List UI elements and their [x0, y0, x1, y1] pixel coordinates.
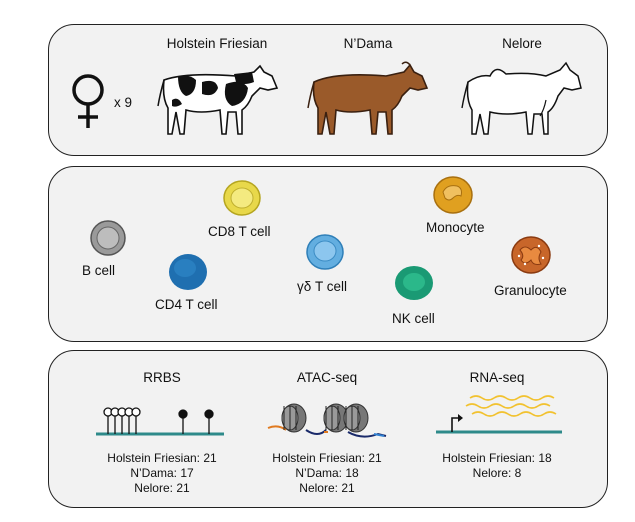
holstein-cow-icon: [157, 64, 279, 135]
gd-t-cell-label: γδ T cell: [297, 279, 348, 294]
monocyte-icon: [433, 176, 473, 214]
ndama-cow-icon: [307, 61, 429, 135]
rna-counts: Holstein Friesian: 18 Nelore: 8: [442, 451, 551, 481]
b-cell-label: B cell: [82, 263, 116, 278]
monocyte-label: Monocyte: [426, 220, 485, 235]
breed-label-nelore: Nelore: [502, 36, 542, 51]
rrbs-counts: Holstein Friesian: 21 N’Dama: 17 Nelore:…: [107, 451, 216, 496]
rna-transcript-icon: [436, 395, 562, 434]
rna-count-holstein: Holstein Friesian: 18: [442, 451, 552, 465]
atac-nucleosome-icon: [267, 403, 387, 438]
granulocyte-label: Granulocyte: [494, 283, 567, 298]
rrbs-count-ndama: N’Dama: 17: [130, 466, 194, 480]
cd4-t-cell-icon: [169, 254, 207, 290]
breed-label-holstein: Holstein Friesian: [166, 36, 268, 51]
cd4-t-cell-label: CD4 T cell: [155, 297, 218, 312]
assay-title-atac: ATAC-seq: [296, 370, 358, 385]
atac-count-nelore: Nelore: 21: [299, 481, 355, 495]
granulocyte-icon: [511, 236, 551, 274]
cd8-t-cell-icon: [223, 180, 261, 216]
female-count: x 9: [114, 95, 133, 110]
atac-counts: Holstein Friesian: 21 N’Dama: 18 Nelore:…: [272, 451, 381, 496]
rrbs-count-holstein: Holstein Friesian: 21: [107, 451, 217, 465]
cd8-t-cell-label: CD8 T cell: [208, 224, 271, 239]
nk-cell-icon: [395, 266, 433, 300]
assay-title-rna: RNA-seq: [469, 370, 525, 385]
rrbs-count-nelore: Nelore: 21: [134, 481, 190, 495]
atac-count-ndama: N’Dama: 18: [295, 466, 359, 480]
breed-label-ndama: N’Dama: [343, 36, 393, 51]
nelore-cow-icon: [461, 61, 582, 135]
atac-count-holstein: Holstein Friesian: 21: [272, 451, 382, 465]
assay-title-rrbs: RRBS: [143, 370, 181, 385]
b-cell-icon: [90, 220, 126, 256]
nk-cell-label: NK cell: [392, 311, 435, 326]
rrbs-methylation-icon: [96, 407, 224, 436]
rna-count-nelore: Nelore: 8: [472, 466, 522, 480]
female-symbol-icon: [72, 74, 104, 128]
gd-t-cell-icon: [306, 234, 344, 270]
